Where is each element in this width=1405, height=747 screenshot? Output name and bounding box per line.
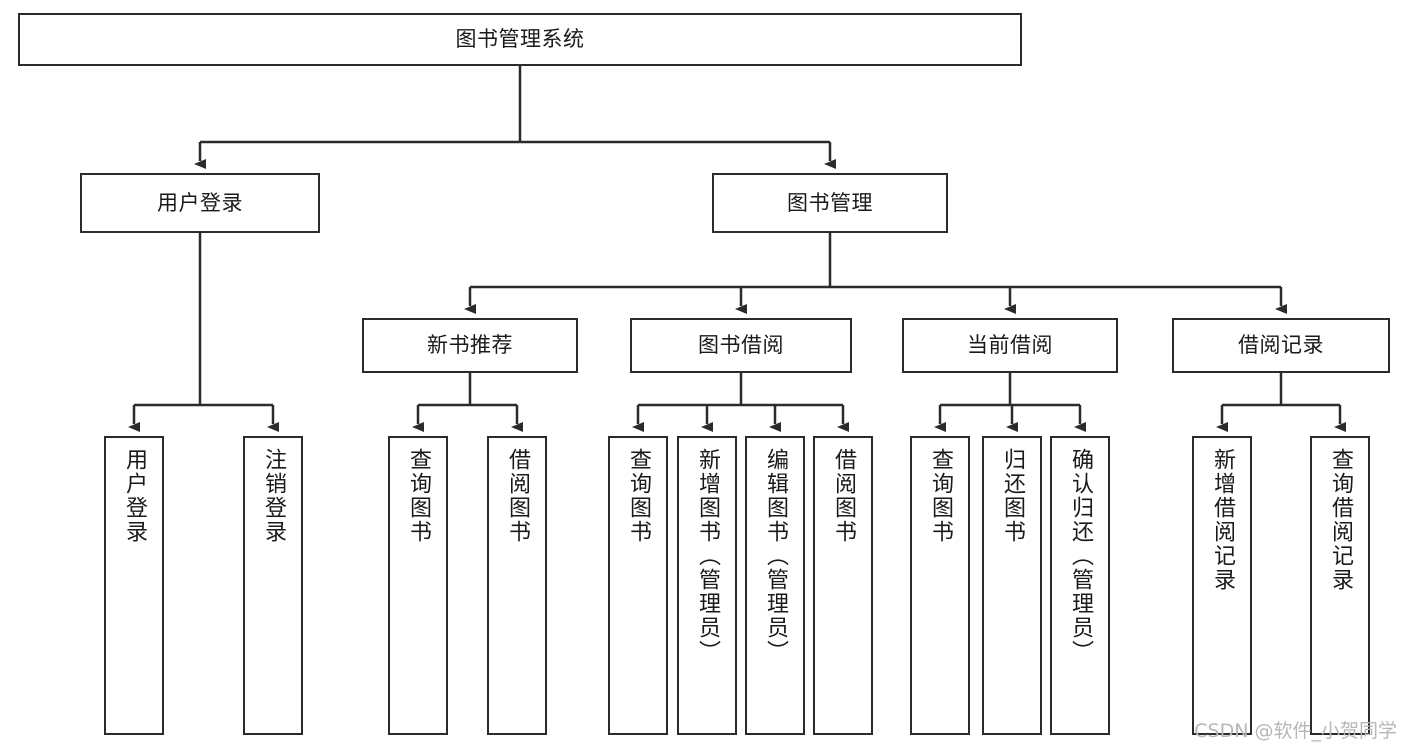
node-label-leaf-bw-add: 新增图书（管理员）: [695, 448, 720, 664]
node-label-leaf-cu-return: 归还图书: [1000, 448, 1025, 544]
node-login[interactable]: 用户登录: [80, 173, 320, 233]
node-label-bookmgmt: 图书管理: [787, 190, 873, 215]
node-label-borrow: 图书借阅: [698, 333, 784, 358]
node-leaf-rc-query[interactable]: 查询借阅记录: [1310, 436, 1370, 735]
node-label-leaf-rc-add: 新增借阅记录: [1210, 448, 1235, 592]
node-label-leaf-nb-query: 查询图书: [406, 448, 431, 544]
node-label-leaf-bw-query: 查询图书: [626, 448, 651, 544]
node-current[interactable]: 当前借阅: [902, 318, 1118, 373]
node-leaf-bw-add[interactable]: 新增图书（管理员）: [677, 436, 737, 735]
node-leaf-cu-query[interactable]: 查询图书: [910, 436, 970, 735]
node-leaf-bw-edit[interactable]: 编辑图书（管理员）: [745, 436, 805, 735]
node-leaf-bw-borrow[interactable]: 借阅图书: [813, 436, 873, 735]
node-label-leaf-cu-query: 查询图书: [928, 448, 953, 544]
node-borrow[interactable]: 图书借阅: [630, 318, 852, 373]
node-leaf-cu-return[interactable]: 归还图书: [982, 436, 1042, 735]
node-label-leaf-user-logout: 注销登录: [261, 448, 286, 544]
node-leaf-rc-add[interactable]: 新增借阅记录: [1192, 436, 1252, 735]
node-label-leaf-cu-confirm: 确认归还（管理员）: [1068, 448, 1093, 664]
node-label-leaf-bw-edit: 编辑图书（管理员）: [763, 448, 788, 664]
node-newbooks[interactable]: 新书推荐: [362, 318, 578, 373]
node-label-leaf-user-login: 用户登录: [122, 448, 147, 544]
node-label-login: 用户登录: [157, 190, 243, 215]
node-label-records: 借阅记录: [1238, 333, 1324, 358]
node-label-newbooks: 新书推荐: [427, 333, 513, 358]
node-leaf-nb-query[interactable]: 查询图书: [388, 436, 448, 735]
node-label-leaf-bw-borrow: 借阅图书: [831, 448, 856, 544]
node-leaf-nb-borrow[interactable]: 借阅图书: [487, 436, 547, 735]
node-label-leaf-nb-borrow: 借阅图书: [505, 448, 530, 544]
node-label-root: 图书管理系统: [455, 27, 585, 52]
node-leaf-user-logout[interactable]: 注销登录: [243, 436, 303, 735]
node-bookmgmt[interactable]: 图书管理: [712, 173, 948, 233]
node-leaf-cu-confirm[interactable]: 确认归还（管理员）: [1050, 436, 1110, 735]
node-label-current: 当前借阅: [967, 333, 1053, 358]
node-records[interactable]: 借阅记录: [1172, 318, 1390, 373]
node-leaf-user-login[interactable]: 用户登录: [104, 436, 164, 735]
node-leaf-bw-query[interactable]: 查询图书: [608, 436, 668, 735]
node-root[interactable]: 图书管理系统: [18, 13, 1022, 66]
node-label-leaf-rc-query: 查询借阅记录: [1328, 448, 1353, 592]
